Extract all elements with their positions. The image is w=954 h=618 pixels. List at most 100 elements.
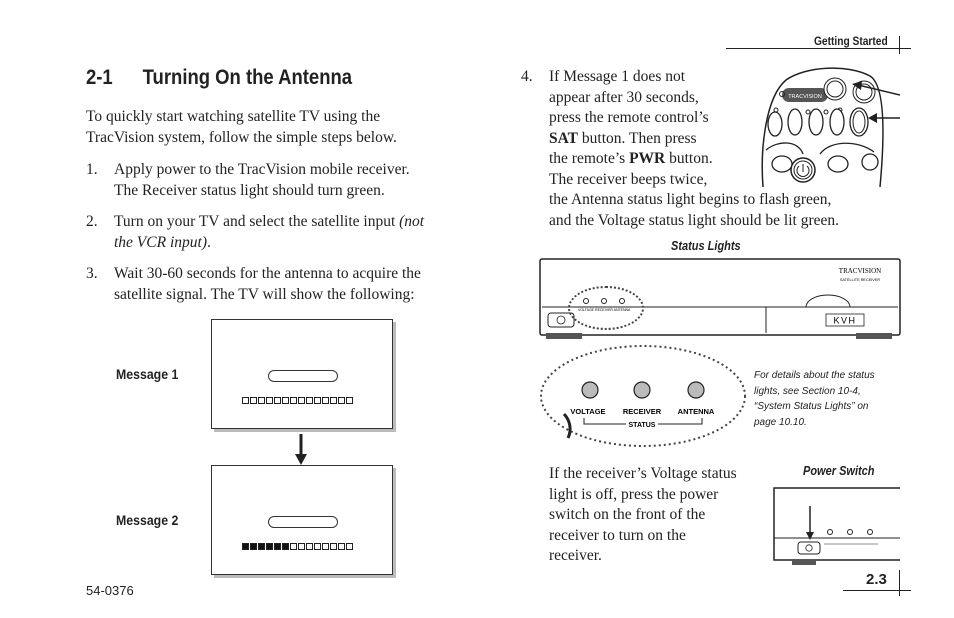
progress-box [250, 397, 257, 404]
step-text: button. Then press [578, 129, 697, 147]
message-1-label: Message 1 [116, 366, 179, 382]
progress-box [314, 543, 321, 550]
step-line: If Message 1 does not [549, 68, 686, 85]
progress-box [330, 397, 337, 404]
paragraph-line: receiver to turn on the [549, 526, 686, 544]
page-title: 2-1 Turning On the Antenna [86, 66, 486, 94]
progress-box [346, 397, 353, 404]
step-line: Wait 30-60 seconds for the antenna to ac… [114, 265, 421, 282]
receiver-logo: KVH [833, 316, 856, 326]
paragraph-line: switch on the front of the [549, 506, 706, 523]
step-line: appear after 30 seconds, [549, 88, 699, 106]
message-2-label: Message 2 [116, 512, 179, 528]
step-4: 4. If Message 1 does not appear after 30… [521, 67, 941, 237]
progress-box [242, 543, 249, 550]
remote-control-illustration: TRACVISION [758, 62, 903, 188]
progress-box [250, 543, 257, 550]
footer-rule [843, 590, 911, 591]
status-lights-zoom: VOLTAGE RECEIVER ANTENNA STATUS [538, 338, 748, 448]
progress-box [282, 543, 289, 550]
step-line: press the remote control’s [549, 109, 709, 126]
progress-box [346, 543, 353, 550]
zoom-receiver-label: RECEIVER [623, 407, 662, 416]
header-tick [899, 36, 900, 54]
progress-box [242, 397, 249, 404]
panel-zoom-circle [568, 286, 644, 330]
step-line: The receiver beeps twice, [549, 170, 708, 188]
step-number: 1. [86, 161, 98, 178]
doc-number: 54-0376 [86, 583, 134, 598]
progress-box [266, 397, 273, 404]
zoom-voltage-label: VOLTAGE [570, 407, 605, 416]
message-title-bar [268, 370, 338, 382]
step-text-italic: (not [399, 213, 425, 230]
header-rule [726, 48, 911, 49]
message-title-bar [268, 516, 338, 528]
section-label: Getting Started [814, 34, 888, 48]
progress-box [338, 397, 345, 404]
progress-box [282, 397, 289, 404]
intro-paragraph: To quickly start watching satellite TV u… [86, 108, 397, 146]
voltage-instructions: If the receiver’s Voltage status light i… [549, 464, 769, 567]
step-line: satellite signal. The TV will show the f… [114, 285, 415, 303]
power-switch-caption: Power Switch [803, 464, 875, 478]
zoom-antenna-label: ANTENNA [678, 407, 715, 416]
step-line: and the Voltage status light should be l… [549, 211, 840, 229]
pwr-button-label: PWR [629, 150, 666, 167]
progress-box [322, 543, 329, 550]
sat-button-label: SAT [549, 129, 579, 147]
progress-box [290, 397, 297, 404]
step-line: The Receiver status light should turn gr… [114, 181, 385, 199]
page-number: 2.3 [866, 571, 887, 588]
status-lights-caption: Status Lights [671, 239, 741, 253]
arrow-down [293, 434, 309, 466]
step-number: 4. [521, 68, 533, 85]
tv-screen-message-1 [211, 319, 393, 429]
paragraph-line: If the receiver’s Voltage status [549, 465, 737, 482]
remote-brand: TRACVISION [788, 94, 822, 100]
sat-arrow [850, 80, 901, 100]
progress-box [298, 543, 305, 550]
progress-box [274, 397, 281, 404]
pwr-arrow [866, 108, 900, 124]
progress-box [258, 543, 265, 550]
step-line: the Antenna status light begins to flash… [549, 191, 832, 208]
receiver-brand-sub: SATELLITE RECEIVER [840, 278, 880, 282]
step-text: the remote’s [549, 150, 630, 167]
step-2: 2. Turn on your TV and select the satell… [86, 212, 486, 254]
note-line: “System Status Lights” on [754, 401, 869, 412]
title-text: Turning On the Antenna [142, 66, 353, 89]
footer-tick [899, 570, 900, 596]
note-line: page 10.10. [754, 416, 807, 428]
status-note: For details about the status lights, see… [754, 368, 904, 430]
progress-box [274, 543, 281, 550]
paragraph-line: receiver. [549, 547, 602, 564]
tv-screen-message-2 [211, 465, 393, 575]
title-number: 2-1 [86, 66, 113, 89]
note-line: For details about the status [754, 370, 875, 381]
zoom-status-label: STATUS [629, 422, 656, 429]
step-text: . [207, 233, 211, 251]
power-switch-illustration [770, 486, 902, 566]
paragraph-line: light is off, press the power [549, 485, 719, 503]
progress-box [258, 397, 265, 404]
progress-boxes [242, 543, 353, 550]
step-1: 1. Apply power to the TracVision mobile … [86, 160, 486, 202]
progress-boxes [242, 397, 353, 404]
receiver-brand: TRACVISION [839, 267, 881, 275]
progress-box [330, 543, 337, 550]
progress-box [298, 397, 305, 404]
step-number: 3. [86, 265, 98, 282]
progress-box [306, 543, 313, 550]
step-text: button. [665, 150, 713, 167]
note-line: lights, see Section 10-4, [754, 385, 861, 397]
step-3: 3. Wait 30-60 seconds for the antenna to… [86, 264, 486, 306]
progress-box [314, 397, 321, 404]
progress-box [306, 397, 313, 404]
step-line: Apply power to the TracVision mobile rec… [114, 161, 410, 178]
step-text: Turn on your TV and select the satellite… [114, 213, 400, 230]
progress-box [266, 543, 273, 550]
step-text-italic: the VCR input) [114, 233, 207, 251]
progress-box [338, 543, 345, 550]
step-number: 2. [86, 213, 98, 230]
